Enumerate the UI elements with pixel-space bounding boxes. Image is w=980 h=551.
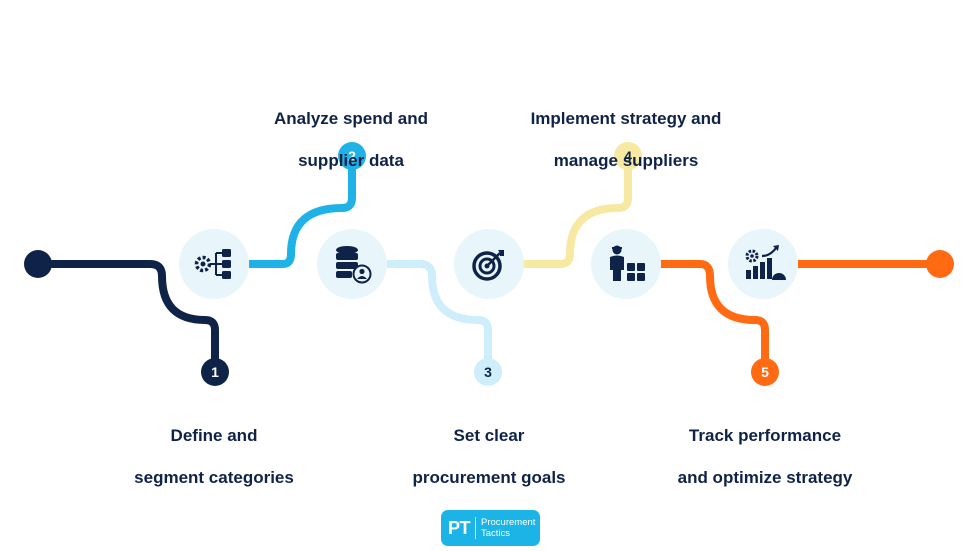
step-number-3: 3: [484, 364, 492, 380]
logo-line-2: Tactics: [481, 528, 511, 539]
step-number-2: 2: [348, 148, 356, 164]
timeline-segment-3: [386, 260, 492, 372]
step-badge-5: 5: [751, 358, 779, 386]
step-badge-2: 2: [338, 142, 366, 170]
step-label-1: Define and segment categories: [94, 404, 334, 488]
step-5-line-2: and optimize strategy: [677, 468, 853, 487]
step-badge-3: 3: [474, 358, 502, 386]
timeline-segment-5: [660, 260, 769, 372]
step-label-5: Track performance and optimize strategy: [645, 404, 885, 488]
timeline-segment-4: [522, 156, 632, 268]
step-number-5: 5: [761, 364, 769, 380]
growth-chart-gear-icon: [745, 245, 786, 280]
timeline-start-dot: [24, 250, 52, 278]
hierarchy-gear-icon: [194, 249, 231, 279]
logo-line-1: Procurement: [481, 517, 536, 528]
step-number-4: 4: [624, 148, 632, 164]
step-icon-node-2: [317, 229, 387, 299]
logo-wordmark: Procurement Tactics: [476, 517, 535, 539]
step-1-line-2: segment categories: [134, 468, 294, 487]
supplier-boxes-icon: [610, 245, 645, 281]
step-2-line-1: Analyze spend and: [274, 109, 428, 128]
procurement-tactics-logo: PT Procurement Tactics: [441, 510, 540, 546]
step-label-3: Set clear procurement goals: [369, 404, 609, 488]
step-1-line-1: Define and: [170, 426, 258, 445]
step-3-line-2: procurement goals: [412, 468, 566, 487]
step-icon-node-5: [728, 229, 798, 299]
timeline-segment-2: [249, 156, 356, 268]
step-badge-4: 4: [614, 142, 642, 170]
step-5-line-1: Track performance: [688, 426, 842, 445]
step-4-line-1: Implement strategy and: [530, 109, 722, 128]
database-user-icon: [336, 246, 372, 284]
step-icon-node-1: [179, 229, 249, 299]
timeline-segment-1: [38, 260, 219, 372]
step-label-4: Implement strategy and manage suppliers: [506, 87, 746, 171]
target-arrow-icon: [472, 250, 504, 281]
logo-monogram: PT: [441, 517, 477, 539]
step-icon-node-3: [454, 229, 524, 299]
step-3-line-1: Set clear: [453, 426, 525, 445]
step-2-line-2: supplier data: [298, 151, 404, 170]
step-label-2: Analyze spend and supplier data: [231, 87, 471, 171]
step-4-line-2: manage suppliers: [553, 151, 699, 170]
step-icon-node-4: [591, 229, 661, 299]
timeline-end-dot: [926, 250, 954, 278]
step-number-1: 1: [211, 364, 219, 380]
step-badge-1: 1: [201, 358, 229, 386]
